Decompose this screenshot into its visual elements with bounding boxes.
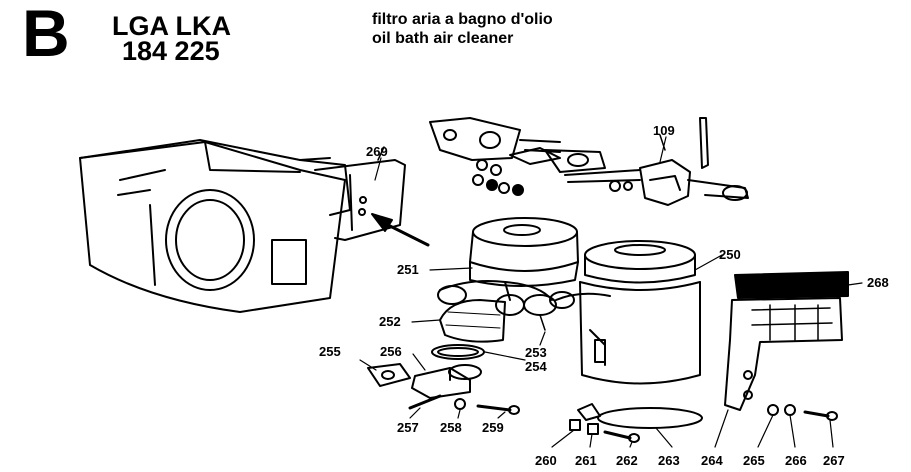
callout-267: 267: [823, 453, 845, 468]
band-clamp-263: [577, 403, 703, 429]
callout-259: 259: [482, 420, 504, 435]
callout-252: 252: [379, 314, 401, 329]
callout-258: 258: [440, 420, 462, 435]
section-letter: B: [22, 0, 70, 70]
fasteners-260-262: [569, 419, 640, 443]
bracket-264: [724, 297, 843, 411]
arrow: [371, 213, 430, 247]
callout-262: 262: [616, 453, 638, 468]
title-italian: filtro aria a bagno d'olio: [372, 11, 553, 28]
hose-252: [439, 294, 525, 343]
models-line-1: LGA LKA: [112, 11, 231, 41]
title-english: oil bath air cleaner: [372, 30, 514, 47]
clamp-253: [523, 294, 557, 331]
callout-261: 261: [575, 453, 597, 468]
gasket-255: [367, 363, 411, 387]
callout-255: 255: [319, 344, 341, 359]
callout-264: 264: [701, 453, 723, 468]
callout-109: 109: [653, 123, 675, 138]
callout-251: 251: [397, 262, 419, 277]
callout-250: 250: [719, 247, 741, 262]
callout-256: 256: [380, 344, 402, 359]
leader-lines: [359, 136, 863, 448]
air-cleaner-251: [437, 217, 579, 305]
bracket-269: [314, 146, 406, 241]
manifold-plate: [429, 117, 606, 173]
callout-253: 253: [525, 345, 547, 360]
manifold-washers: [472, 159, 524, 196]
fan-shroud: [79, 139, 351, 313]
callout-268: 268: [867, 275, 889, 290]
models-line-2: 184 225: [122, 36, 220, 66]
callout-257: 257: [397, 420, 419, 435]
callout-254: 254: [525, 359, 547, 374]
callout-266: 266: [785, 453, 807, 468]
callout-269: 269: [366, 144, 388, 159]
callout-265: 265: [743, 453, 765, 468]
filter-element-268: [734, 271, 849, 299]
carburettor-109: [564, 117, 749, 206]
air-cleaner-250: [549, 240, 701, 385]
callout-260: 260: [535, 453, 557, 468]
callout-263: 263: [658, 453, 680, 468]
fasteners-265-267: [767, 404, 838, 421]
fasteners-257-259: [408, 394, 520, 415]
elbow-256: [411, 364, 482, 399]
ring-254: [431, 344, 485, 360]
